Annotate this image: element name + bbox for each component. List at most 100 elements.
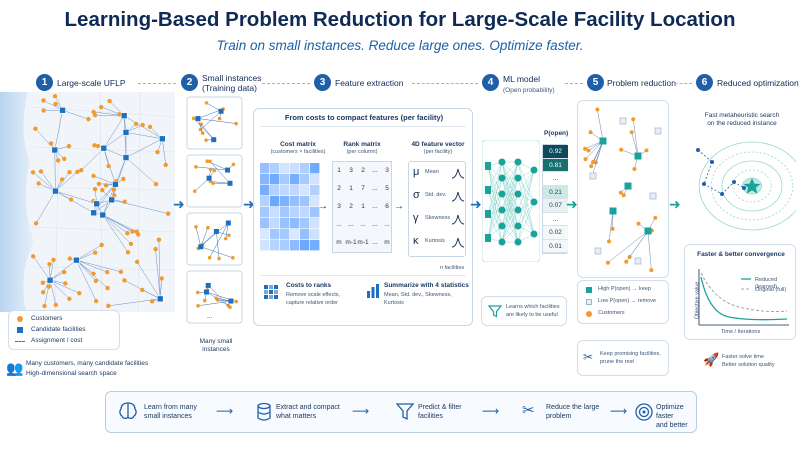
nn-edge — [487, 193, 503, 239]
customer-node — [105, 285, 110, 291]
nn-edge — [517, 169, 535, 227]
assignment-line — [55, 190, 97, 205]
cost-cell — [290, 240, 300, 251]
customer-node — [98, 104, 104, 110]
assignment-line — [591, 140, 604, 176]
customer-node — [606, 239, 611, 244]
assignment-line — [162, 138, 166, 165]
nn-edge — [487, 165, 503, 195]
rank-cell: 2 — [361, 167, 365, 174]
facility-node — [211, 137, 217, 143]
step-4-label: ML model(Open probability) — [503, 74, 555, 94]
step-connector — [262, 83, 310, 84]
customer-node — [51, 257, 56, 263]
customer-node — [632, 167, 637, 172]
nn-node — [514, 190, 522, 198]
popen-cell: 0.81 — [543, 158, 568, 172]
people-icon: 👥 — [6, 360, 24, 376]
nn-edge — [501, 161, 519, 243]
facility-node — [195, 116, 201, 122]
cost-cell — [280, 240, 290, 251]
cost-cell — [280, 163, 290, 174]
neural-network — [482, 140, 540, 262]
assignment-line — [93, 175, 116, 185]
assignment-line — [216, 231, 220, 259]
assignment-line — [35, 128, 55, 151]
facility-node — [228, 298, 234, 304]
customer-node — [230, 256, 235, 260]
customer-node — [133, 121, 139, 127]
customer-node — [206, 225, 210, 230]
nn-node — [498, 222, 506, 230]
customer-node — [75, 169, 80, 174]
customer-node — [595, 107, 600, 112]
search-point — [696, 148, 700, 152]
facility-node — [225, 167, 231, 173]
customer-node — [217, 256, 221, 261]
customer-node — [192, 189, 197, 193]
legend-original: Original (full) — [755, 287, 787, 293]
assignment-line — [102, 214, 128, 234]
cost-matrix-title: Cost matrix — [280, 141, 316, 148]
facility-node — [90, 209, 97, 217]
customer-node — [165, 211, 171, 216]
nn-input-node — [485, 186, 491, 194]
nn-edge — [487, 177, 503, 239]
nn-edge — [517, 169, 535, 243]
reduction-note: ✂ Keep promising facilities, prune the r… — [577, 340, 669, 376]
customer-node — [586, 148, 591, 153]
rank-matrix-subtitle: (per column) — [346, 149, 378, 155]
customer-node — [68, 197, 74, 202]
customer-node — [624, 259, 629, 264]
distribution-curve-icon — [451, 214, 465, 225]
popen-cell: 0.01 — [543, 239, 568, 253]
assignment-line — [125, 138, 163, 158]
assignment-line — [55, 171, 78, 192]
facility-node — [52, 187, 59, 195]
step1-note-line1: Many customers, many candidate facilitie… — [26, 360, 149, 367]
assignment-line — [124, 115, 163, 139]
model-note: Learns which facilities are likely to be… — [481, 296, 567, 326]
contour-ring — [698, 141, 796, 231]
customer-node — [204, 138, 208, 142]
assignment-line — [111, 199, 169, 214]
nn-edge — [487, 177, 503, 215]
customer-node — [207, 255, 212, 260]
cost-cell — [310, 218, 320, 229]
optimum-star-icon — [743, 178, 761, 194]
assignment-line — [103, 147, 127, 158]
stat-name: Mean — [425, 169, 439, 175]
customer-node — [619, 147, 624, 152]
cost-cell — [300, 196, 310, 207]
customer-node — [40, 290, 46, 295]
feature-panel-header: From costs to compact features (per faci… — [284, 113, 444, 122]
customer-node — [223, 236, 228, 241]
customer-node — [156, 237, 162, 242]
cost-cell — [300, 185, 310, 196]
removed-facility — [649, 192, 657, 200]
assignment-line — [125, 132, 163, 140]
model-note-line2: are likely to be useful — [506, 312, 558, 318]
cost-cell — [310, 196, 320, 207]
assignment-line — [102, 214, 132, 245]
customer-node — [122, 199, 127, 204]
distribution-curve-icon — [451, 191, 465, 202]
customer-node — [194, 165, 198, 169]
rocket-icon: 🚀 — [703, 352, 720, 367]
more-instances-ellipsis: ... — [207, 313, 213, 320]
customer-node — [47, 261, 52, 267]
assignment-line — [102, 214, 133, 232]
assignment-line — [647, 230, 652, 271]
nn-node — [514, 206, 522, 214]
assignment-line — [631, 132, 639, 157]
assignment-line — [193, 118, 214, 140]
stat-symbol: γ — [413, 212, 419, 224]
customer-node — [191, 116, 196, 121]
cost-cell — [270, 163, 280, 174]
convergence-title: Faster & better convergence — [697, 251, 785, 258]
cost-cell — [300, 163, 310, 174]
nn-node — [514, 174, 522, 182]
cost-cell — [290, 229, 300, 240]
